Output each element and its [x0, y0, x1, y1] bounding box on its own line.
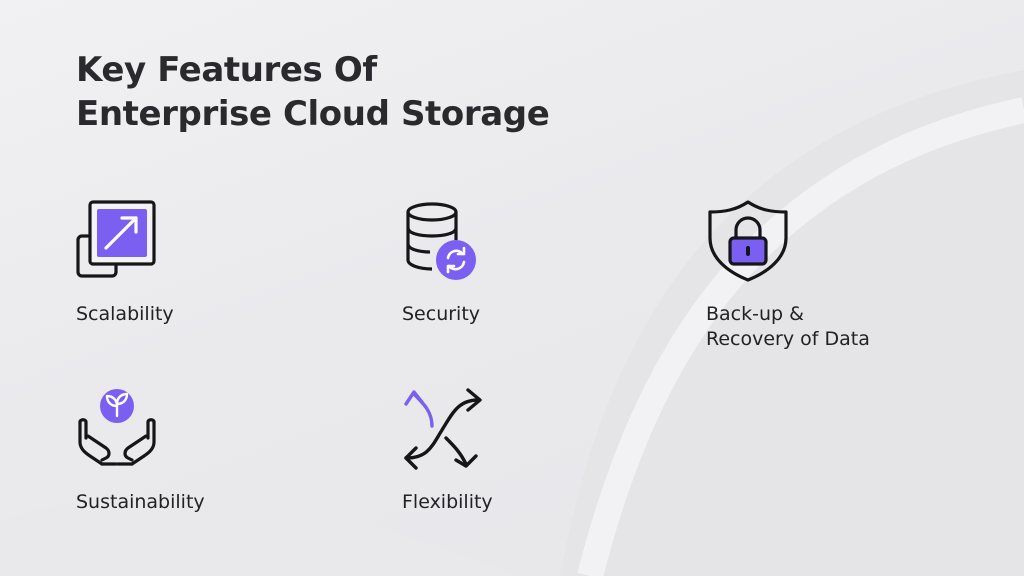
- feature-label: Back-up & Recovery of Data: [706, 302, 870, 352]
- database-sync-icon: [402, 198, 486, 282]
- crossing-arrows-icon: [402, 386, 486, 470]
- title-line-2: Enterprise Cloud Storage: [76, 94, 550, 134]
- feature-label: Flexibility: [402, 491, 493, 513]
- feature-label-line-2: Recovery of Data: [706, 328, 870, 350]
- feature-label-line-1: Back-up &: [706, 303, 804, 325]
- feature-label: Scalability: [76, 303, 174, 325]
- shield-lock-icon: [706, 198, 790, 282]
- scale-arrow-icon: [76, 198, 160, 282]
- title-line-1: Key Features Of: [76, 50, 377, 90]
- feature-label: Sustainability: [76, 491, 205, 513]
- hands-plant-icon: [76, 386, 160, 470]
- feature-label: Security: [402, 303, 481, 325]
- page-title: Key Features Of Enterprise Cloud Storage: [76, 48, 676, 136]
